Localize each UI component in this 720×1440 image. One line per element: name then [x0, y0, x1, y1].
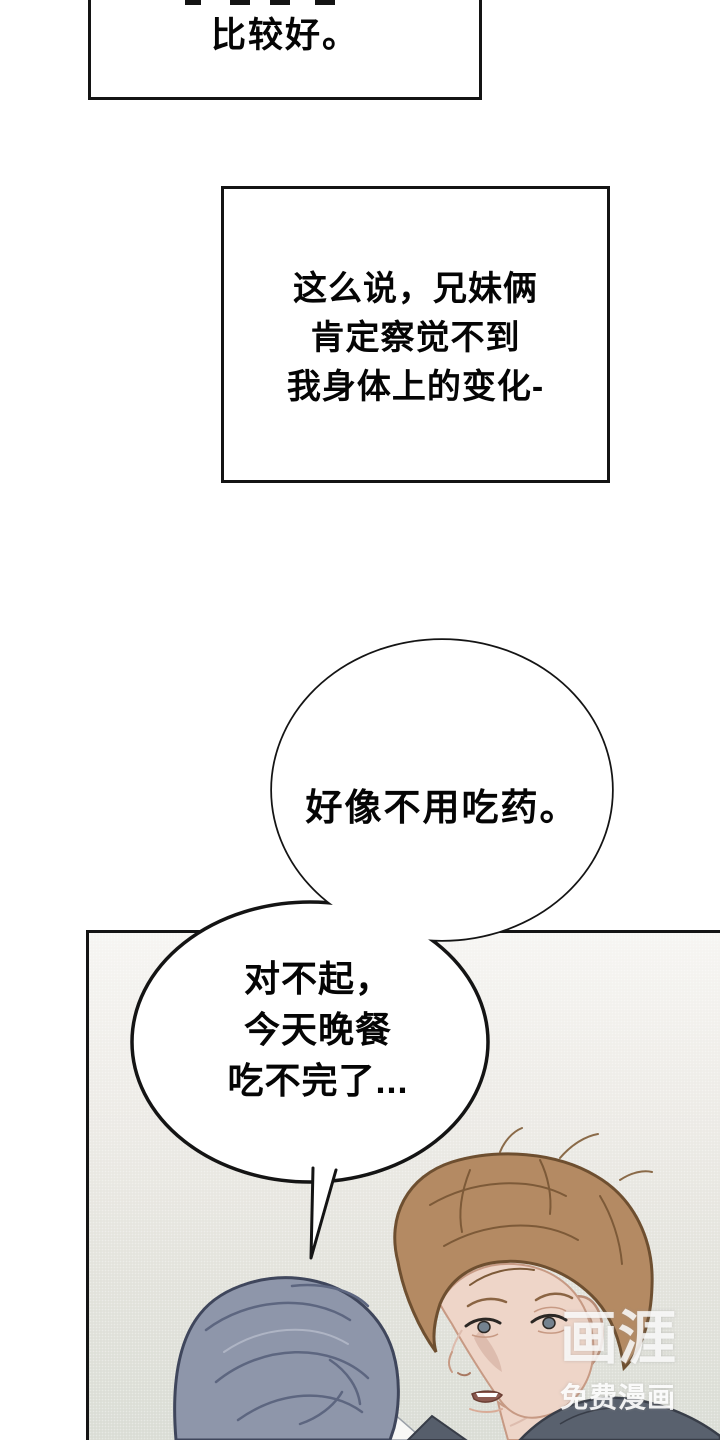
bubble-2-text: 对不起， 今天晚餐 吃不完了... [168, 953, 468, 1106]
watermark: 画涯 免费漫画 [560, 1308, 720, 1416]
bubble-2-line-2: 今天晚餐 [243, 1009, 392, 1050]
narration-box-top-text: 比较好。 [210, 16, 359, 55]
narration-box-mid-text: 这么说，兄妹俩 肯定察觉不到 我身体上的变化- [224, 265, 607, 412]
bubble-2-line-1: 对不起， [243, 958, 392, 999]
narration-line-2: 肯定察觉不到 [310, 319, 521, 357]
narration-line-3: 我身体上的变化- [286, 368, 545, 406]
bubble-2-line-3: 吃不完了... [227, 1060, 409, 1101]
narration-line-1: 这么说，兄妹俩 [293, 270, 538, 308]
narration-box-top: 比较好。 [88, 0, 482, 100]
bubble-1-text: 好像不用吃药。 [305, 787, 579, 828]
narration-box-mid: 这么说，兄妹俩 肯定察觉不到 我身体上的变化- [221, 186, 610, 483]
watermark-subtitle: 免费漫画 [560, 1382, 677, 1413]
watermark-logo: 画涯 [560, 1306, 677, 1371]
